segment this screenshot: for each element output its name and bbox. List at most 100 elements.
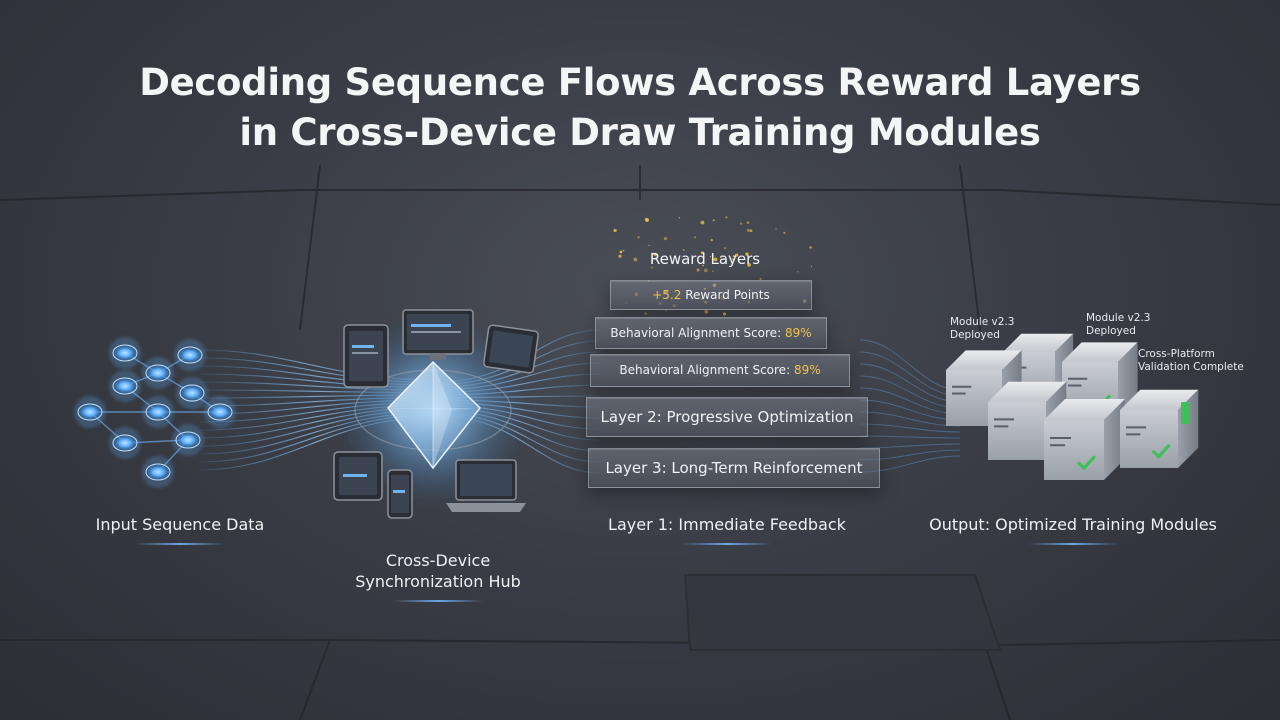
alignment-score-value: 89% xyxy=(793,363,821,377)
title-line-2: in Cross-Device Draw Training Modules xyxy=(239,111,1041,154)
sparkle xyxy=(775,227,777,230)
alignment-score-label: Behavioral Alignment Score: xyxy=(610,326,785,340)
note-line: Module v2.3 xyxy=(1086,312,1151,324)
validation-complete-note: Cross-Platform Validation Complete xyxy=(1138,348,1244,374)
sparkle xyxy=(746,221,750,224)
cube-front xyxy=(1044,420,1104,480)
reward-points-panel: +5.2 Reward Points xyxy=(610,280,812,310)
sparkle xyxy=(618,254,622,258)
sparkle xyxy=(725,216,728,219)
sparkle xyxy=(648,244,650,247)
stream-line xyxy=(859,443,961,449)
label-underline xyxy=(1028,543,1118,545)
layer-2-panel: Layer 2: Progressive Optimization xyxy=(586,397,868,437)
stream-line xyxy=(859,363,961,403)
sparkle xyxy=(645,218,649,222)
label-text: Input Sequence Data xyxy=(95,515,265,534)
sparkle xyxy=(693,236,697,239)
sparkle xyxy=(724,247,726,249)
sparkle xyxy=(783,231,786,234)
sparkle xyxy=(622,249,625,252)
sparkle xyxy=(683,249,685,251)
crystal-hub-icon xyxy=(387,360,482,470)
sparkle xyxy=(665,310,667,312)
layer-3-panel: Layer 3: Long-Term Reinforcement xyxy=(588,448,880,488)
sparkle xyxy=(702,264,704,267)
node-icon xyxy=(112,377,138,395)
monitor-icon xyxy=(402,309,474,360)
laptop-icon xyxy=(446,459,526,512)
sparkle xyxy=(710,238,713,242)
sparkle xyxy=(663,237,668,241)
sparkle xyxy=(712,270,714,272)
label-text: Cross-Device xyxy=(385,551,491,570)
checkmark-icon xyxy=(1152,444,1171,459)
tablet-icon xyxy=(333,451,383,501)
cube-top xyxy=(1062,342,1138,362)
sparkle xyxy=(759,277,762,280)
cube-side xyxy=(1104,399,1125,480)
sparkle xyxy=(704,309,709,314)
sparkle xyxy=(797,271,799,273)
cube-top xyxy=(1120,389,1199,410)
label-underline xyxy=(393,600,483,602)
cube-top xyxy=(1044,399,1125,420)
sparkle xyxy=(747,263,751,267)
sparkle xyxy=(637,236,640,239)
sparkle xyxy=(810,265,813,268)
sparkle xyxy=(709,255,711,258)
sparkle xyxy=(700,251,704,255)
cube-top xyxy=(1003,333,1074,352)
sparkle xyxy=(644,218,647,220)
alignment-score-panel-1: Behavioral Alignment Score: 89% xyxy=(595,317,827,349)
sparkle xyxy=(696,268,700,272)
sparkle xyxy=(745,252,749,256)
input-network xyxy=(74,337,236,488)
note-line: Validation Complete xyxy=(1138,361,1244,373)
sparkle xyxy=(633,257,638,262)
checkmark-icon xyxy=(1077,455,1096,470)
tablet-icon xyxy=(483,324,539,374)
reward-points-value: +5.2 xyxy=(652,288,682,302)
sparkle xyxy=(732,258,734,260)
note-line: Module v2.3 xyxy=(950,316,1015,328)
layer-1-label: Layer 1: Immediate Feedback xyxy=(597,514,857,545)
label-underline xyxy=(682,543,772,545)
title-line-1: Decoding Sequence Flows Across Reward La… xyxy=(139,61,1141,104)
sparkle xyxy=(650,266,654,269)
node-icon xyxy=(177,346,203,364)
label-text: Synchronization Hub xyxy=(355,572,521,591)
sparkle xyxy=(739,222,743,225)
stream-line xyxy=(859,435,961,439)
stream-line xyxy=(859,399,961,421)
sparkle xyxy=(732,255,735,258)
cube-top xyxy=(946,350,1022,370)
alignment-score-value: 89% xyxy=(784,326,812,340)
node-icon xyxy=(145,364,171,382)
note-line: Deployed xyxy=(950,329,1000,341)
node-icon xyxy=(175,431,201,449)
page-title: Decoding Sequence Flows Across Reward La… xyxy=(90,58,1190,158)
node-icon xyxy=(207,403,233,421)
sparkle xyxy=(712,219,715,222)
node-icon xyxy=(145,403,171,421)
tablet-icon xyxy=(343,324,389,388)
server-cube-icon xyxy=(1044,399,1125,480)
label-text: Output: Optimized Training Modules xyxy=(929,515,1217,534)
sparkle xyxy=(720,256,722,258)
input-sequence-label: Input Sequence Data xyxy=(60,514,300,545)
reward-layers-heading: Reward Layers xyxy=(649,250,761,268)
cube-top xyxy=(988,381,1067,402)
synchronization-hub xyxy=(333,309,539,519)
cube-front xyxy=(1120,410,1178,468)
sparkle xyxy=(722,312,726,316)
module-deployed-note-2: Module v2.3 Deployed xyxy=(1086,312,1150,338)
sparkle xyxy=(700,220,705,225)
sparkle xyxy=(613,228,617,233)
sparkle xyxy=(713,257,718,262)
alignment-score-label: Behavioral Alignment Score: xyxy=(619,363,794,377)
label-text: Layer 1: Immediate Feedback xyxy=(608,515,846,534)
node-icon xyxy=(179,384,205,402)
sparkle xyxy=(749,229,753,233)
